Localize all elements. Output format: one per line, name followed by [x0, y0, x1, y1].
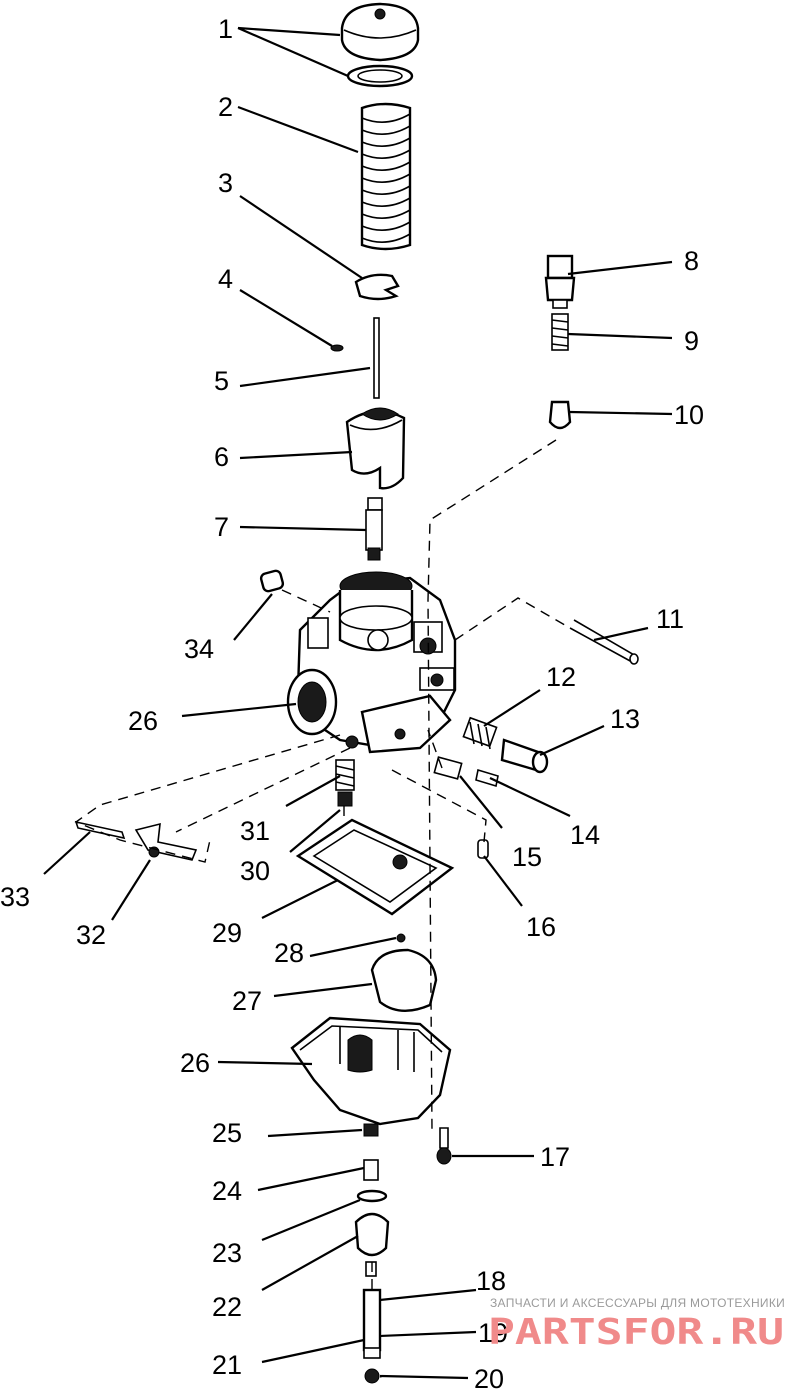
callout-1: 1 — [218, 14, 233, 44]
part-float-bowl — [290, 1016, 452, 1126]
watermark: ЗАПЧАСТИ И АКСЕССУАРЫ ДЛЯ МОТОТЕХНИКИ PA… — [488, 1296, 785, 1353]
callout-23: 23 — [212, 1238, 242, 1268]
callout-32: 32 — [76, 920, 106, 950]
callout-14: 14 — [570, 820, 600, 850]
part-needle — [373, 317, 380, 399]
callout-13: 13 — [610, 704, 640, 734]
part-needle-jet — [365, 497, 383, 561]
part-spring — [360, 102, 412, 251]
part-jet-30-31 — [335, 759, 355, 807]
callout-26-body: 26 — [128, 706, 158, 736]
callout-25: 25 — [212, 1118, 242, 1148]
callout-29: 29 — [212, 918, 242, 948]
callout-numbers: 1 2 3 4 5 6 7 8 9 10 11 12 13 14 15 16 1… — [0, 14, 704, 1389]
part-clip — [330, 344, 344, 352]
callout-27: 27 — [232, 986, 262, 1016]
callout-4: 4 — [218, 264, 233, 294]
callout-19: 19 — [478, 1318, 508, 1348]
part-drawings — [74, 2, 639, 1384]
callout-20: 20 — [474, 1364, 504, 1389]
callout-5: 5 — [214, 366, 229, 396]
part-plate — [354, 273, 400, 301]
callout-22: 22 — [212, 1292, 242, 1322]
callout-11: 11 — [656, 604, 684, 634]
callout-24: 24 — [212, 1176, 242, 1206]
leader-lines — [43, 26, 673, 1380]
callout-2: 2 — [218, 92, 233, 122]
callout-21: 21 — [212, 1350, 242, 1380]
callout-8: 8 — [684, 246, 699, 276]
callout-7: 7 — [214, 512, 229, 542]
part-float — [370, 933, 438, 1012]
callout-28: 28 — [274, 938, 304, 968]
callout-26-bowl: 26 — [180, 1048, 210, 1078]
part-screws-right — [433, 716, 549, 788]
callout-34: 34 — [184, 634, 214, 664]
callout-3: 3 — [218, 168, 233, 198]
callout-30: 30 — [240, 856, 270, 886]
callout-15: 15 — [512, 842, 542, 872]
callout-9: 9 — [684, 326, 699, 356]
part-34 — [259, 569, 285, 593]
callout-31: 31 — [240, 816, 270, 846]
callout-10: 10 — [674, 400, 704, 430]
part-main-jet-stack — [354, 1123, 390, 1384]
part-lever — [74, 820, 198, 861]
callout-33: 33 — [0, 882, 30, 912]
part-16 — [477, 839, 489, 859]
part-cap — [340, 2, 420, 88]
part-carburetor-body — [286, 571, 457, 754]
callout-17: 17 — [540, 1142, 570, 1172]
part-air-screw-group — [544, 254, 576, 430]
callout-18: 18 — [476, 1266, 506, 1296]
callout-12: 12 — [546, 662, 576, 692]
assembly-lines — [74, 439, 571, 1290]
watermark-tagline: ЗАПЧАСТИ И АКСЕССУАРЫ ДЛЯ МОТОТЕХНИКИ — [490, 1296, 785, 1310]
callout-16: 16 — [526, 912, 556, 942]
watermark-logo: PARTSFOR.RU — [488, 1312, 784, 1353]
part-slide — [345, 407, 406, 490]
part-rod — [569, 619, 639, 665]
part-17 — [436, 1127, 452, 1165]
part-gasket — [295, 818, 455, 916]
callout-6: 6 — [214, 442, 229, 472]
